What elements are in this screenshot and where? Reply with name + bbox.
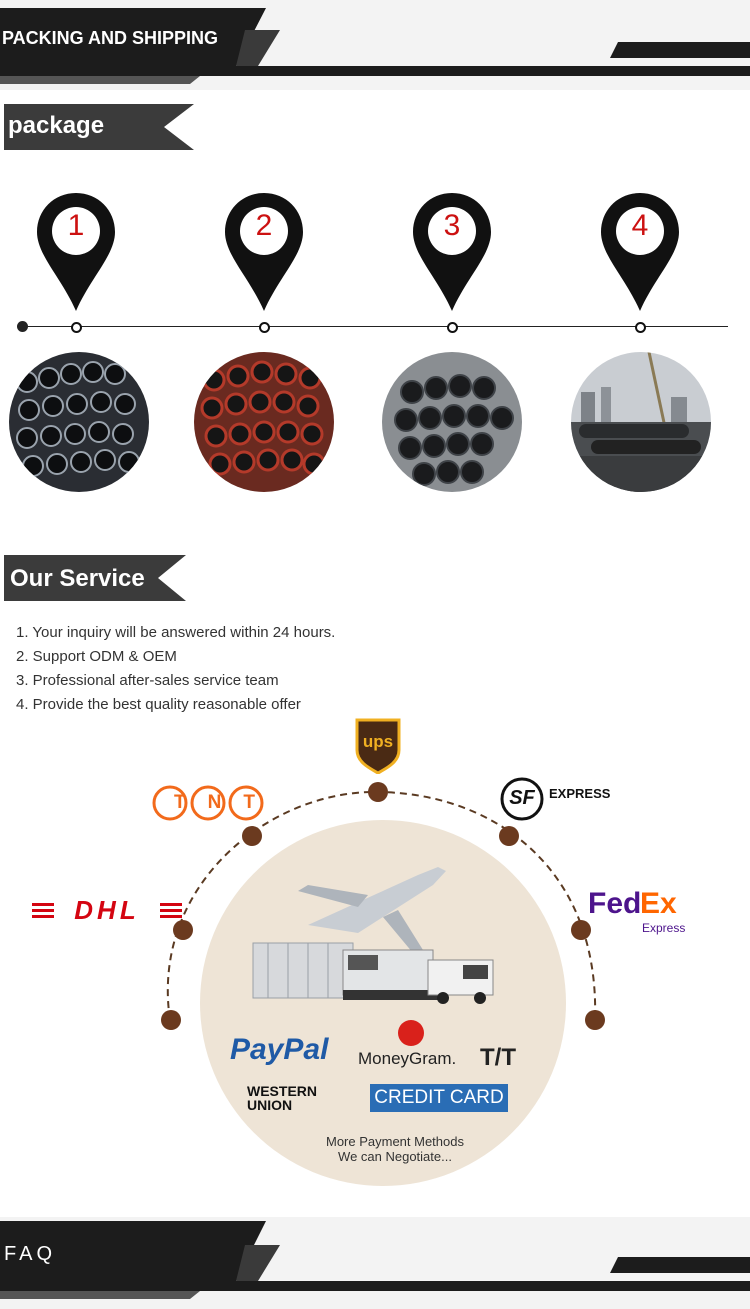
- arc-dot: [499, 826, 519, 846]
- paypal-logo: PayPal: [230, 1033, 329, 1066]
- credit-card-text: CREDIT CARD: [374, 1087, 504, 1108]
- step-number: 4: [631, 209, 649, 242]
- package-tag: package: [4, 104, 194, 150]
- center-circle: [200, 820, 566, 1186]
- pipes-image: [382, 352, 522, 492]
- step-pin-1: 1: [37, 193, 115, 313]
- tnt-logo: TNT: [152, 785, 264, 821]
- sf-express-text: EXPRESS: [549, 786, 611, 801]
- faq-banner: FAQ: [0, 1217, 750, 1309]
- pipe-yard-photo-4: [571, 352, 711, 492]
- tnt-circles-icon: [152, 785, 264, 821]
- arc-dot: [571, 920, 591, 940]
- faq-title: FAQ: [4, 1243, 57, 1265]
- union-text: UNION: [247, 1097, 293, 1113]
- dhl-logo: DHL: [32, 895, 182, 925]
- banner-title: PACKING AND SHIPPING: [2, 28, 219, 48]
- western-union-logo: WESTERN UNION: [247, 1084, 317, 1112]
- step-pin-2: 2: [225, 193, 303, 313]
- map-pin-icon: [37, 193, 115, 311]
- moneygram-globe-icon: [398, 1020, 424, 1046]
- tnt-text: TNT: [174, 792, 277, 813]
- timeline-dot: [447, 322, 458, 333]
- sf-text: SF: [509, 787, 535, 809]
- tag-shape: [4, 104, 194, 150]
- arc-dot: [242, 826, 262, 846]
- step-pin-4: 4: [601, 193, 679, 313]
- service-item: 3. Professional after-sales service team: [16, 672, 279, 689]
- step-pin-3: 3: [413, 193, 491, 313]
- service-item: 1. Your inquiry will be answered within …: [16, 624, 336, 641]
- pipe-bundle-photo-3: [382, 352, 522, 492]
- more-payment-line2: We can Negotiate...: [338, 1149, 452, 1164]
- map-pin-icon: [413, 193, 491, 311]
- shipping-payment-graphic: ups TNT SF EXPRESS DHL Fed Ex Ex: [0, 715, 750, 1215]
- pipe-bundle-photo-1: [9, 352, 149, 492]
- arc-dot: [173, 920, 193, 940]
- ups-text: ups: [362, 732, 394, 751]
- dhl-stripes-icon: [32, 903, 182, 918]
- timeline-dot: [635, 322, 646, 333]
- step-number: 1: [67, 209, 85, 242]
- timeline-dot: [71, 322, 82, 333]
- moneygram-logo: MoneyGram.: [358, 1049, 457, 1068]
- step-number: 3: [443, 209, 461, 242]
- map-pin-icon: [601, 193, 679, 311]
- dhl-text: DHL: [74, 895, 140, 925]
- map-pin-icon: [225, 193, 303, 311]
- banner-graphic: [0, 1217, 750, 1309]
- pipe-yard-image: [571, 352, 711, 492]
- western-text: WESTERN: [247, 1083, 317, 1099]
- sf-circle-icon: [500, 777, 544, 821]
- pipe-bundle-photo-2: [194, 352, 334, 492]
- sf-express-logo: SF EXPRESS: [500, 777, 610, 821]
- package-tag-label: package: [8, 112, 105, 139]
- arc-dot: [368, 782, 388, 802]
- service-tag-label: Our Service: [10, 565, 145, 592]
- banner-graphic: [0, 0, 750, 90]
- fedex-express-text: Express: [642, 921, 686, 935]
- timeline-start-dot: [17, 321, 28, 332]
- tag-shape: [4, 555, 186, 601]
- ups-shield-icon: [355, 718, 401, 774]
- more-payment-line1: More Payment Methods: [325, 1134, 464, 1149]
- pipes-image: [9, 352, 149, 492]
- timeline-line: [22, 326, 728, 327]
- transport-illustration-icon: [252, 867, 494, 1004]
- credit-card-logo: CREDIT CARD: [370, 1084, 508, 1112]
- header-banner: PACKING AND SHIPPING: [0, 0, 750, 90]
- fedex-logo: Fed Ex Express: [588, 887, 698, 937]
- tt-logo: T/T: [480, 1044, 516, 1071]
- arc-dot: [585, 1010, 605, 1030]
- service-tag: Our Service: [4, 555, 186, 601]
- arc-dot: [161, 1010, 181, 1030]
- service-item: 2. Support ODM & OEM: [16, 648, 177, 665]
- step-number: 2: [255, 209, 273, 242]
- fedex-fed-text: Fed: [588, 887, 642, 920]
- more-payment-methods: More Payment Methods We can Negotiate...: [300, 1134, 490, 1164]
- service-item: 4. Provide the best quality reasonable o…: [16, 696, 301, 713]
- timeline-dot: [259, 322, 270, 333]
- pipes-image: [194, 352, 334, 492]
- fedex-ex-text: Ex: [640, 887, 677, 920]
- ups-logo: ups: [355, 718, 401, 774]
